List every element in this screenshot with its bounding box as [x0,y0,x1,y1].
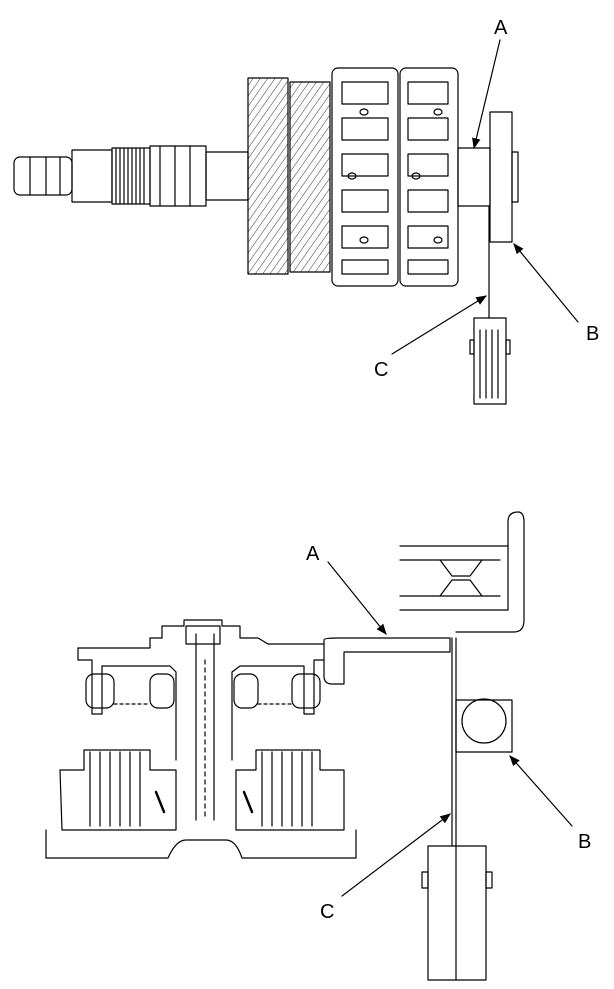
feeler-gauge-bottom [421,637,493,981]
bearing-flange [489,111,519,243]
top-callout-c-label: C [374,359,388,381]
shaft-hub [457,147,491,207]
bottom-callout-b: B [509,755,591,853]
helical-gear-1 [247,77,289,275]
bottom-cross-section [45,511,525,981]
clutch-drum-2 [399,67,459,287]
housing-bracket [399,511,525,633]
top-callout-b: B [513,243,599,345]
clutch-pack-right [235,749,345,831]
clutch-pack-left [59,749,177,831]
top-callout-a-label: A [494,17,508,39]
top-callout-a: A [472,17,508,150]
top-callout-b-label: B [586,323,599,345]
top-shaft-assembly [13,67,519,405]
bottom-callout-b-label: B [578,831,591,853]
bottom-callout-a-label: A [306,543,320,565]
bottom-callout-a: A [306,543,387,635]
clutch-section-body [77,619,325,821]
clutch-drum-1 [331,67,399,287]
bottom-callout-c: C [320,813,451,923]
shaft-spline-end [13,145,249,207]
ball-bearing [455,698,513,753]
shim-plate [323,637,451,685]
clutch-base [45,829,357,859]
helical-gear-2 [289,81,331,273]
bottom-callout-c-label: C [320,901,334,923]
top-callout-c: C [374,295,487,381]
feeler-gauge-top [469,205,511,405]
